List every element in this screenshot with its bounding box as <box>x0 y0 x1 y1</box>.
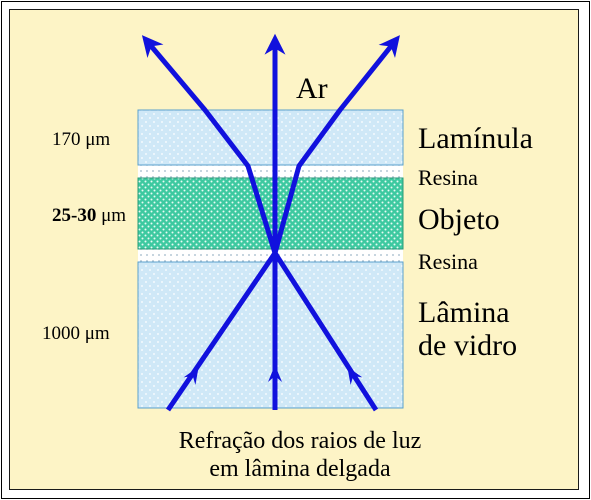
coverslip-thickness-label: 170 μm <box>52 130 110 149</box>
specimen-thickness-value: 25-30 <box>52 205 96 226</box>
caption-line1: Refração dos raios de luz <box>80 428 520 456</box>
figure-caption: Refração dos raios de luz em lâmina delg… <box>80 428 520 483</box>
resin-top-label: Resina <box>418 167 478 189</box>
glass-slide-label-line2: de vidro <box>418 331 517 361</box>
specimen-thickness-label: 25-30 μm <box>52 206 126 225</box>
resin-layer-top <box>138 164 403 178</box>
specimen-thickness-unit: μm <box>96 205 126 226</box>
air-label: Ar <box>296 74 328 104</box>
slide-thickness-label: 1000 μm <box>42 324 110 343</box>
coverslip-label: Lamínula <box>418 124 533 154</box>
resin-bottom-label: Resina <box>418 251 478 273</box>
coverslip-layer <box>138 110 403 165</box>
caption-line2: em lâmina delgada <box>80 456 520 484</box>
specimen-label: Objeto <box>418 205 500 235</box>
glass-slide-label-line1: Lâmina <box>418 298 510 328</box>
